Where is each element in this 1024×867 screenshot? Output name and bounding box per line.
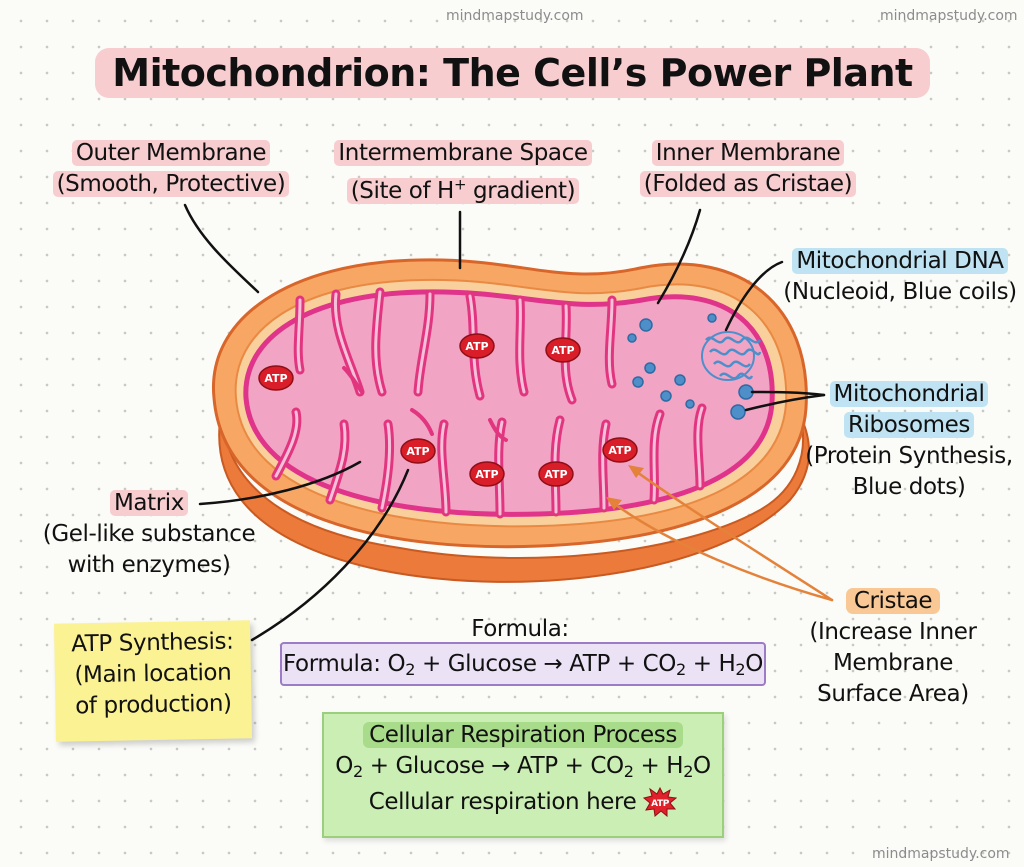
ribosomes-name-2: Ribosomes xyxy=(843,412,975,438)
atp-badge: ATP xyxy=(469,461,505,487)
svg-text:ATP: ATP xyxy=(475,468,498,481)
matrix-label: Matrix (Gel-like substance with enzymes) xyxy=(24,488,274,581)
respiration-note: Cellular respiration here xyxy=(368,789,637,816)
cristae-arrowheads xyxy=(606,465,644,510)
outer-membrane-name: Outer Membrane xyxy=(71,140,271,166)
cristae-desc-3: Surface Area) xyxy=(817,681,969,707)
ribosomes-name-1: Mitochondrial xyxy=(829,381,989,407)
svg-text:ATP: ATP xyxy=(406,445,429,458)
matrix-leader xyxy=(198,460,362,506)
cristae-desc-2: Membrane xyxy=(832,650,954,676)
svg-text:ATP: ATP xyxy=(544,468,567,481)
mito-dna-label: Mitochondrial DNA (Nucleoid, Blue coils) xyxy=(778,246,1022,308)
svg-text:ATP: ATP xyxy=(465,340,488,353)
atp-badge: ATP xyxy=(459,333,495,359)
cristae-name: Cristae xyxy=(845,588,941,614)
outer-membrane-label: Outer Membrane (Smooth, Protective) xyxy=(40,138,302,200)
matrix-name: Matrix xyxy=(109,490,188,516)
atp-burst-icon: ATP xyxy=(643,786,678,818)
inner-membrane-name: Inner Membrane xyxy=(651,140,845,166)
atp-badge: ATP xyxy=(258,365,294,391)
watermark: mindmapstudy.com xyxy=(446,8,584,24)
mito-dna-name: Mitochondrial DNA xyxy=(792,248,1008,274)
respiration-heading: Cellular Respiration Process xyxy=(363,722,683,748)
inner-membrane-leader xyxy=(656,208,702,305)
outer-membrane-desc: (Smooth, Protective) xyxy=(52,171,290,197)
formula-equation: Formula: O2 + Glucose → ATP + CO2 + H2O xyxy=(283,651,763,680)
atp-synthesis-line-2: (Main location xyxy=(74,659,232,689)
watermark: mindmapstudy.com xyxy=(880,8,1018,24)
respiration-equation: O2 + Glucose → ATP + CO2 + H2O xyxy=(335,753,711,782)
mito-dna-coils xyxy=(701,331,762,381)
ribosomes-desc-2: Blue dots) xyxy=(852,474,966,500)
atp-badge: ATP xyxy=(602,437,638,463)
intermembrane-space-desc: (Site of H+ gradient) xyxy=(346,175,580,204)
mito-dna-desc: (Nucleoid, Blue coils) xyxy=(783,279,1017,305)
atp-badge: ATP xyxy=(400,438,436,464)
svg-text:ATP: ATP xyxy=(608,444,631,457)
intermembrane-space-name: Intermembrane Space xyxy=(334,140,592,166)
cristae-label: Cristae (Increase Inner Membrane Surface… xyxy=(790,586,996,710)
atp-synthesis-note: ATP Synthesis: (Main location of product… xyxy=(53,620,253,742)
formula-heading: Formula: xyxy=(471,616,569,642)
matrix-desc-2: with enzymes) xyxy=(67,552,231,578)
ribosomes-desc-1: (Protein Synthesis, xyxy=(805,443,1013,469)
ribosomes-label: Mitochondrial Ribosomes (Protein Synthes… xyxy=(796,379,1022,503)
page-title: Mitochondrion: The Cell’s Power Plant xyxy=(95,48,930,98)
ribosome-dots xyxy=(627,313,754,420)
svg-text:ATP: ATP xyxy=(551,344,574,357)
atp-synthesis-line-1: ATP Synthesis: xyxy=(71,628,234,658)
leader-lines xyxy=(183,203,826,642)
atp-badge: ATP xyxy=(545,337,581,363)
matrix-desc-1: (Gel-like substance xyxy=(42,521,256,547)
inner-membrane-desc: (Folded as Cristae) xyxy=(639,171,857,197)
watermark: mindmapstudy.com xyxy=(872,846,1010,862)
cristae-leaders xyxy=(610,468,834,602)
ribosomes-leader-a xyxy=(750,390,826,397)
inner-membrane-label: Inner Membrane (Folded as Cristae) xyxy=(628,138,868,200)
svg-text:ATP: ATP xyxy=(264,372,287,385)
intermembrane-space-label: Intermembrane Space (Site of H+ gradient… xyxy=(322,138,604,207)
atp-synthesis-line-3: of production) xyxy=(75,690,232,720)
matrix-squiggles xyxy=(342,366,508,442)
svg-text:ATP: ATP xyxy=(651,799,670,809)
atp-synthesis-leader xyxy=(250,468,410,642)
atp-badge: ATP xyxy=(538,461,574,487)
cristae-desc-1: (Increase Inner xyxy=(809,619,977,645)
formula-box: Formula: O2 + Glucose → ATP + CO2 + H2O xyxy=(280,642,766,686)
outer-membrane-leader xyxy=(183,203,260,294)
ribosomes-leader-b xyxy=(744,393,826,412)
mito-dna-leader xyxy=(724,260,784,332)
respiration-box: Cellular Respiration Process O2 + Glucos… xyxy=(322,712,724,838)
